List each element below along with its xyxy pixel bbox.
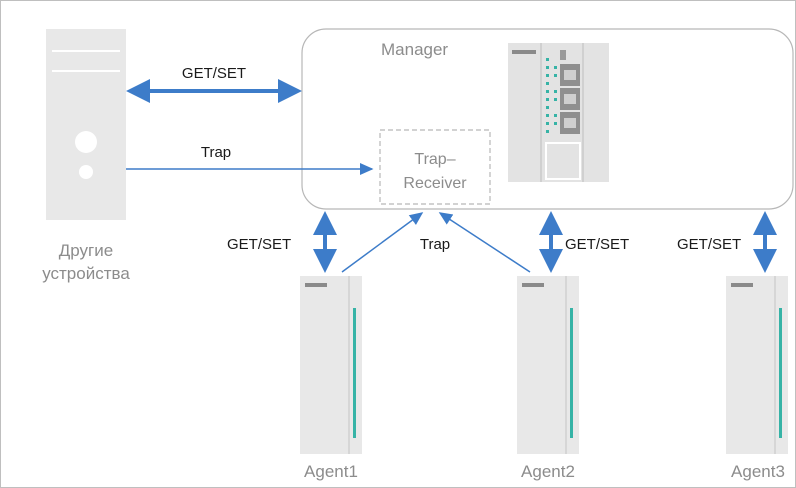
getset-label-agent2: GET/SET [565, 236, 629, 253]
getset-label-other: GET/SET [182, 65, 246, 82]
trap-receiver-box [379, 129, 491, 205]
trap-label-other: Trap [201, 144, 231, 161]
other-devices-label-2: устройства [42, 264, 130, 283]
other-devices-label-1: Другие [59, 241, 113, 260]
getset-label-agent3: GET/SET [677, 236, 741, 253]
other-devices-icon [46, 29, 126, 220]
manager-device-icon [508, 43, 609, 182]
agent1-device-icon [300, 276, 362, 454]
trap-arrow-agent1 [341, 212, 424, 273]
agent2-label: Agent2 [521, 462, 575, 481]
manager-title: Manager [381, 40, 448, 59]
agent3-device-icon [726, 276, 788, 454]
trap-receiver-label-1: Trap– [414, 151, 455, 168]
trap-arrow-agent2 [438, 212, 531, 273]
trap-receiver-label-2: Receiver [403, 175, 467, 192]
agent2-device-icon [517, 276, 579, 454]
agent1-label: Agent1 [304, 462, 358, 481]
agent3-label: Agent3 [731, 462, 785, 481]
trap-label-agents: Trap [420, 236, 450, 253]
getset-label-agent1: GET/SET [227, 236, 291, 253]
